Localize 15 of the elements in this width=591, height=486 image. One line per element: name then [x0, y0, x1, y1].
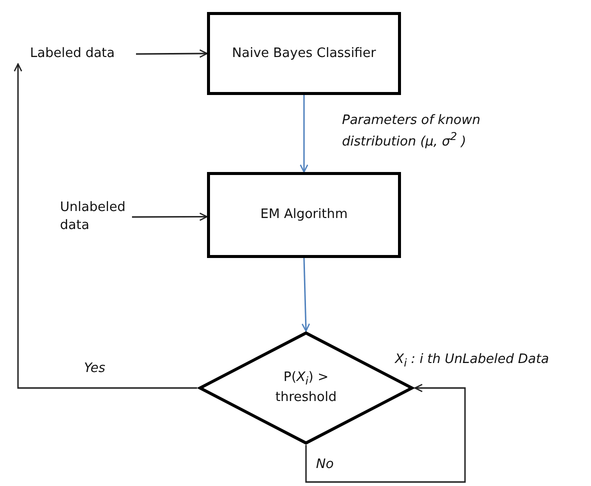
input-label: Labeled data [30, 45, 115, 63]
process-box [207, 172, 401, 258]
arrow [132, 212, 208, 221]
decision-diamond [197, 331, 415, 445]
input-label: Unlabeled data [60, 199, 126, 235]
arrow [300, 95, 308, 173]
arrow [14, 63, 197, 389]
note-label: X$_{i}$ : i th UnLabeled Data [395, 352, 550, 370]
node-label: P(X$_{i}$) > threshold [274, 369, 338, 407]
arrow [305, 384, 466, 483]
arrow [136, 49, 208, 58]
node-label: EM Algorithm [260, 206, 348, 224]
node-label: Naive Bayes Classifier [232, 44, 376, 62]
arrow [302, 258, 310, 332]
process-box [207, 12, 401, 95]
